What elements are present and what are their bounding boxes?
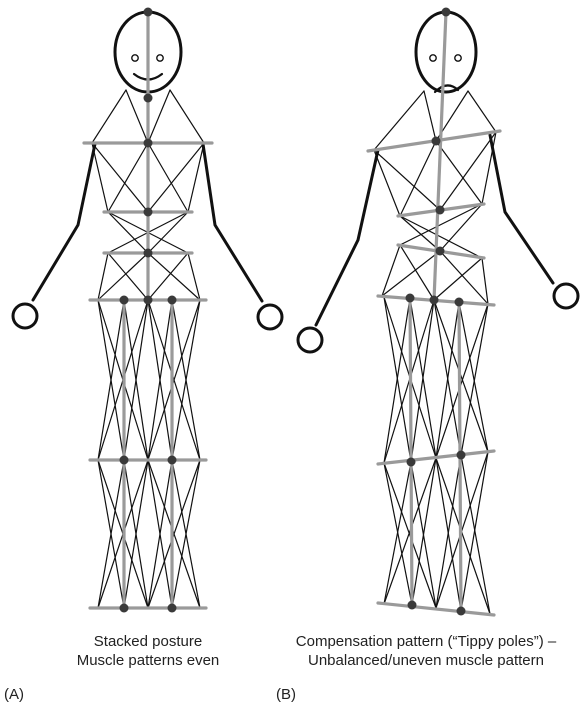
caption-a: Stacked posture Muscle patterns even — [48, 632, 248, 670]
left-thigh-pole-b — [410, 298, 412, 605]
leg-muscle-lines-b — [384, 297, 490, 614]
right-hand-b — [554, 284, 578, 308]
eye-right-b — [455, 55, 461, 61]
caption-a-line-1: Stacked posture — [48, 632, 248, 651]
right-arm-b — [490, 135, 553, 283]
eye-left-b — [430, 55, 436, 61]
caption-b-line-1: Compensation pattern (“Tippy poles”) – — [268, 632, 584, 651]
left-hand-b — [298, 328, 322, 352]
poles-b — [368, 12, 500, 615]
left-arm-b — [316, 150, 378, 325]
caption-b: Compensation pattern (“Tippy poles”) – U… — [268, 632, 584, 670]
caption-a-line-2: Muscle patterns even — [48, 651, 248, 670]
spine-pole-b — [434, 12, 446, 300]
panel-label-a: (A) — [4, 686, 24, 703]
knee-bar-b — [378, 451, 494, 464]
caption-b-line-2: Unbalanced/uneven muscle pattern — [268, 651, 584, 670]
panel-label-b: (B) — [276, 686, 296, 703]
